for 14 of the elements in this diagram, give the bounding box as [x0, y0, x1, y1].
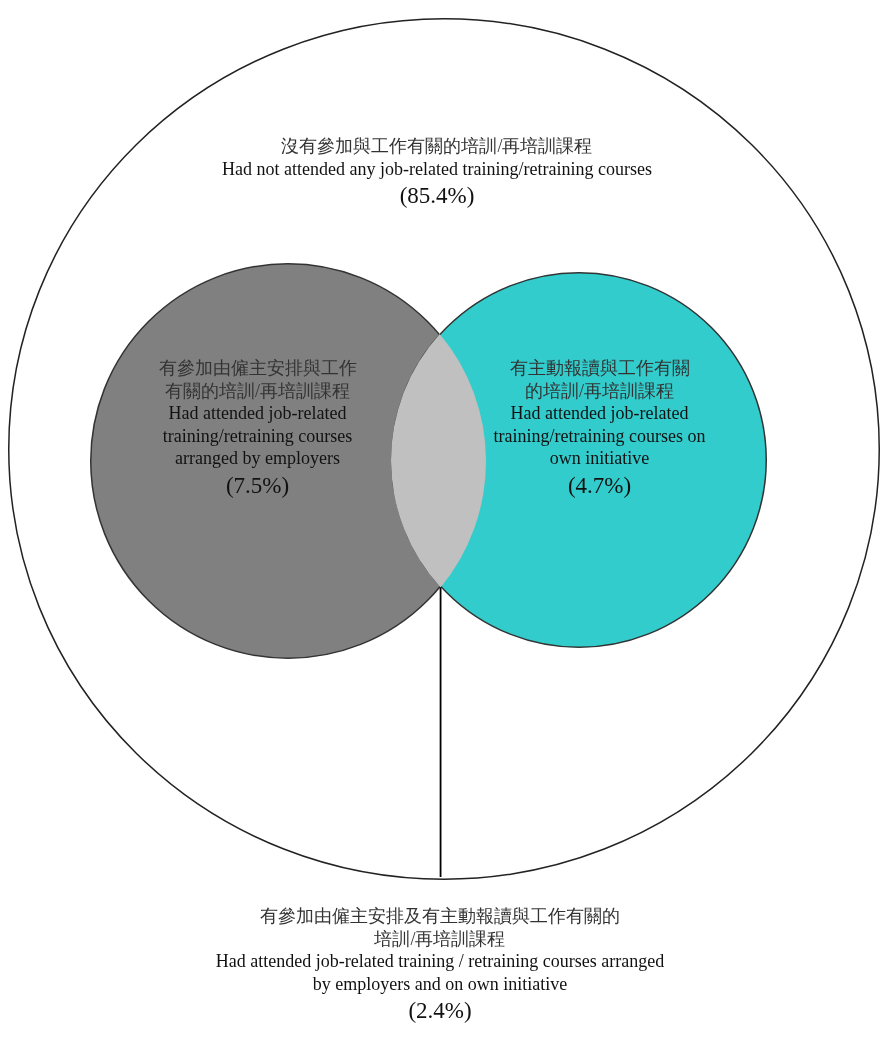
chinese-label: 有參加由僱主安排及有主動報讀與工作有關的培訓/再培訓課程	[259, 905, 621, 950]
chinese-label: 沒有參加與工作有關的培訓/再培訓課程	[281, 135, 593, 158]
english-label: Had attended job-related training/retraining courses on own initiative	[492, 402, 707, 470]
overlap-region	[391, 333, 486, 588]
english-label: Had attended job-related training / retraining courses arranged by employers and on own initiative	[214, 950, 666, 995]
percentage-label: (4.7%)	[567, 471, 632, 500]
percentage-label: (2.4%)	[408, 997, 472, 1025]
percentage-label: (85.4%)	[399, 182, 475, 210]
chinese-label: 有參加由僱主安排與工作有關的培訓/再培訓課程	[157, 357, 358, 402]
percentage-label: (7.5%)	[225, 471, 290, 500]
english-label: Had attended job-related training/retraining courses arranged by employers	[161, 402, 354, 470]
leader-line	[439, 586, 442, 878]
english-label: Had not attended any job-related training/retraining courses	[222, 157, 652, 180]
chinese-label: 有主動報讀與工作有關的培訓/再培訓課程	[508, 357, 691, 402]
